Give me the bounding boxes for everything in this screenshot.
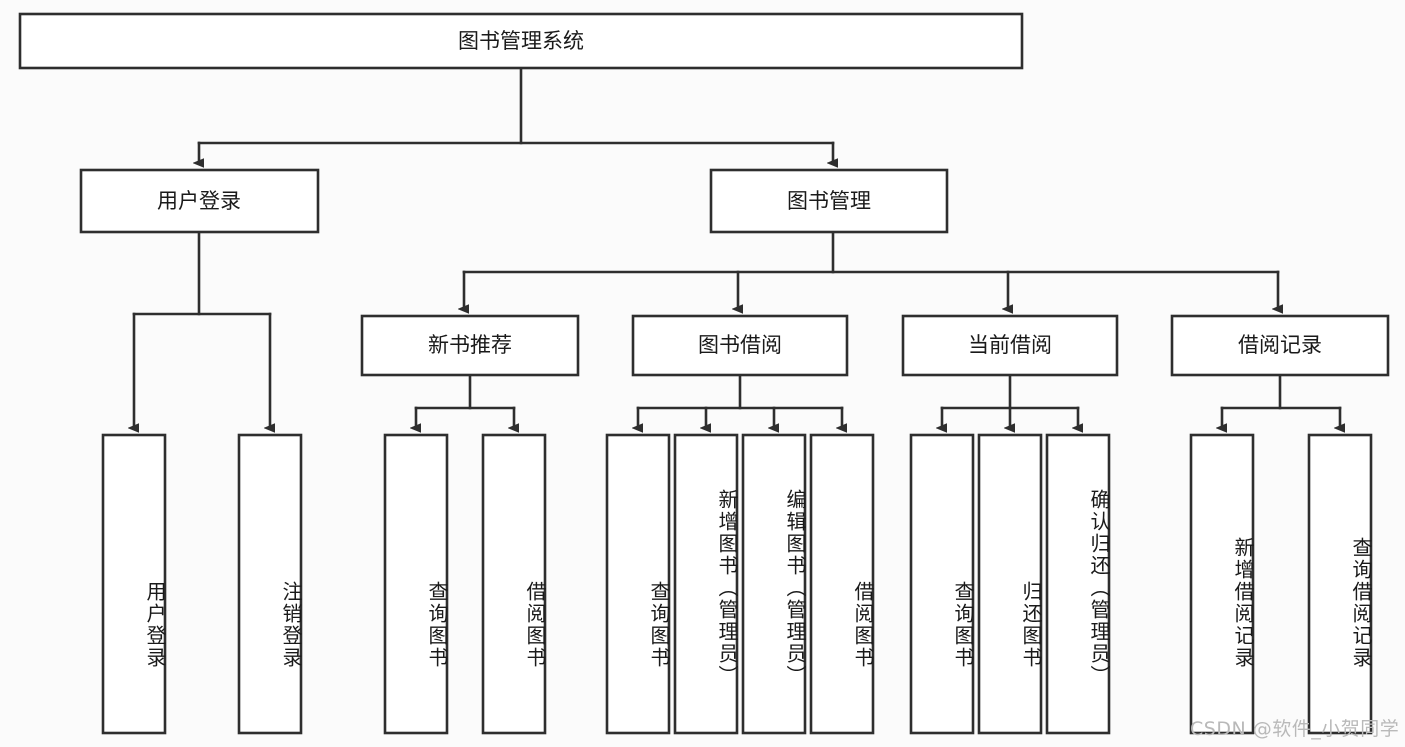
leaf-label-cell-borrow-record-1: 新增借阅记录 [1191, 478, 1255, 728]
leaf-box-book-borrow-3[interactable] [741, 433, 807, 735]
leaf-box-book-borrow-4[interactable] [809, 433, 875, 735]
node-label-user-login: 用户登录 [157, 189, 241, 213]
node-box-book-borrow[interactable] [631, 314, 849, 377]
leaf-label-user-login-1: 用户登录 [143, 581, 167, 669]
leaf-box-borrow-record-1[interactable] [1189, 433, 1255, 735]
node-label-root: 图书管理系统 [458, 29, 584, 53]
leaf-label-cell-current-borrow-3: 确认归还（管理员） [1047, 445, 1111, 730]
leaf-label-cell-new-book-2: 借阅图书 [483, 520, 547, 730]
leaf-label-user-login-2: 注销登录 [279, 581, 303, 669]
leaf-label-cell-current-borrow-2: 归还图书 [979, 520, 1043, 730]
leaf-box-current-borrow-2[interactable] [977, 433, 1043, 735]
leaf-label-new-book-1: 查询图书 [425, 581, 449, 669]
node-label-book-manage: 图书管理 [787, 189, 871, 213]
node-label-borrow-record: 借阅记录 [1238, 333, 1322, 357]
leaf-label-current-borrow-3: 确认归还（管理员） [1087, 488, 1111, 687]
leaf-box-current-borrow-1[interactable] [909, 433, 975, 735]
node-box-borrow-record[interactable] [1170, 314, 1390, 377]
leaf-box-new-book-2[interactable] [481, 433, 547, 735]
leaf-label-cell-book-borrow-3: 编辑图书（管理员） [743, 445, 807, 730]
leaf-label-borrow-record-2: 查询借阅记录 [1349, 537, 1373, 669]
leaf-label-cell-user-login-2: 注销登录 [239, 520, 303, 730]
leaf-label-book-borrow-3: 编辑图书（管理员） [783, 488, 807, 687]
leaf-label-cell-user-login-1: 用户登录 [103, 520, 167, 730]
leaf-box-book-borrow-2[interactable] [673, 433, 739, 735]
leaf-label-current-borrow-2: 归还图书 [1019, 581, 1043, 669]
leaf-label-current-borrow-1: 查询图书 [951, 581, 975, 669]
leaf-box-borrow-record-2[interactable] [1307, 433, 1373, 735]
leaf-label-borrow-record-1: 新增借阅记录 [1231, 537, 1255, 669]
leaf-label-book-borrow-4: 借阅图书 [851, 581, 875, 669]
leaf-box-new-book-1[interactable] [383, 433, 449, 735]
leaf-label-cell-borrow-record-2: 查询借阅记录 [1309, 478, 1373, 728]
leaf-label-cell-book-borrow-4: 借阅图书 [811, 520, 875, 730]
node-box-user-login[interactable] [79, 168, 320, 234]
node-label-new-book-recommend: 新书推荐 [428, 333, 512, 357]
leaf-label-new-book-2: 借阅图书 [523, 581, 547, 669]
node-box-current-borrow[interactable] [901, 314, 1119, 377]
leaf-label-book-borrow-2: 新增图书（管理员） [715, 488, 739, 687]
node-box-root[interactable] [18, 12, 1024, 70]
leaf-label-cell-book-borrow-1: 查询图书 [607, 520, 671, 730]
node-label-book-borrow: 图书借阅 [698, 333, 782, 357]
node-label-current-borrow: 当前借阅 [968, 333, 1052, 357]
leaf-label-cell-current-borrow-1: 查询图书 [911, 520, 975, 730]
leaf-label-cell-book-borrow-2: 新增图书（管理员） [675, 445, 739, 730]
node-box-new-book-recommend[interactable] [360, 314, 580, 377]
leaf-label-book-borrow-1: 查询图书 [647, 581, 671, 669]
node-box-book-manage[interactable] [709, 168, 949, 234]
leaf-box-user-login-2[interactable] [237, 433, 303, 735]
leaf-box-user-login-1[interactable] [101, 433, 167, 735]
leaf-box-current-borrow-3[interactable] [1045, 433, 1111, 735]
leaf-label-cell-new-book-1: 查询图书 [385, 520, 449, 730]
csdn-watermark: CSDN @软件_小贺同学 [1190, 718, 1400, 740]
leaf-box-book-borrow-1[interactable] [605, 433, 671, 735]
